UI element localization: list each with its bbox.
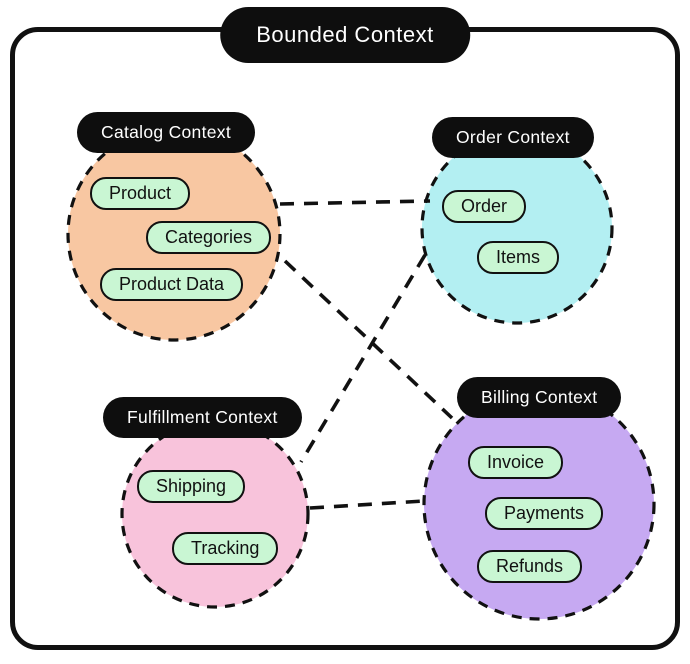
- entity-categories: Categories: [146, 221, 272, 254]
- entity-invoice: Invoice: [468, 446, 564, 479]
- order-context-label: Order Context: [432, 117, 594, 158]
- fulfillment-context-circle: [120, 419, 310, 609]
- entity-refunds: Refunds: [477, 550, 583, 583]
- diagram-title: Bounded Context: [220, 7, 470, 63]
- entity-product-data: Product Data: [100, 268, 244, 301]
- catalog-context-label: Catalog Context: [77, 112, 255, 153]
- connector-catalog-billing: [283, 259, 454, 420]
- connector-fulfillment-billing: [309, 499, 425, 510]
- fulfillment-context-label: Fulfillment Context: [103, 397, 302, 438]
- entity-payments: Payments: [485, 497, 604, 530]
- connector-catalog-order: [279, 199, 431, 206]
- entity-tracking: Tracking: [172, 532, 279, 565]
- order-context-circle: [420, 131, 614, 325]
- entity-shipping: Shipping: [137, 470, 246, 503]
- billing-context-label: Billing Context: [457, 377, 622, 418]
- entity-items: Items: [477, 241, 560, 274]
- entity-product: Product: [90, 177, 191, 210]
- entity-order: Order: [442, 190, 527, 223]
- connector-order-fulfillment: [299, 254, 427, 463]
